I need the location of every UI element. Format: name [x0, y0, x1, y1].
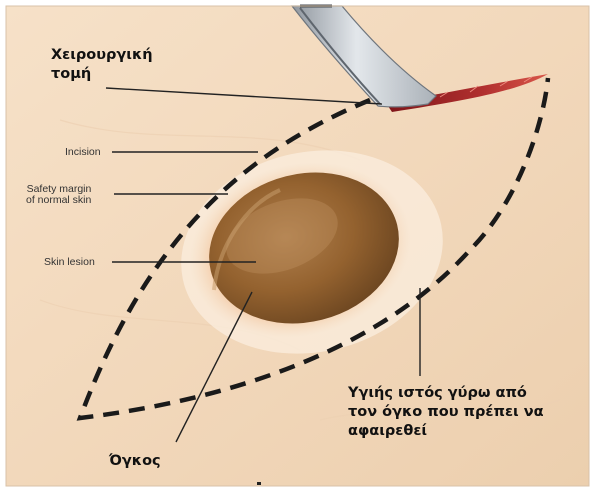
label-healthy-tissue-line-3: αφαιρεθεί [348, 422, 544, 441]
label-healthy-tissue-line-2: τον όγκο που πρέπει να [348, 403, 544, 422]
label-surgical-incision-line-1: Χειρουργική [51, 46, 153, 65]
label-healthy-tissue: Υγιής ιστός γύρω από τον όγκο που πρέπει… [348, 384, 544, 441]
label-skin-lesion: Skin lesion [44, 257, 95, 268]
label-safety-margin: Safety margin of normal skin [26, 184, 91, 206]
label-surgical-incision-line-2: τομή [51, 65, 153, 84]
label-surgical-incision: Χειρουργική τομή [51, 46, 153, 84]
label-healthy-tissue-line-1: Υγιής ιστός γύρω από [348, 384, 544, 403]
label-incision: Incision [65, 147, 101, 158]
stray-mark [257, 482, 261, 485]
label-safety-margin-line-2: of normal skin [26, 195, 91, 206]
label-tumor: Όγκος [109, 452, 161, 471]
